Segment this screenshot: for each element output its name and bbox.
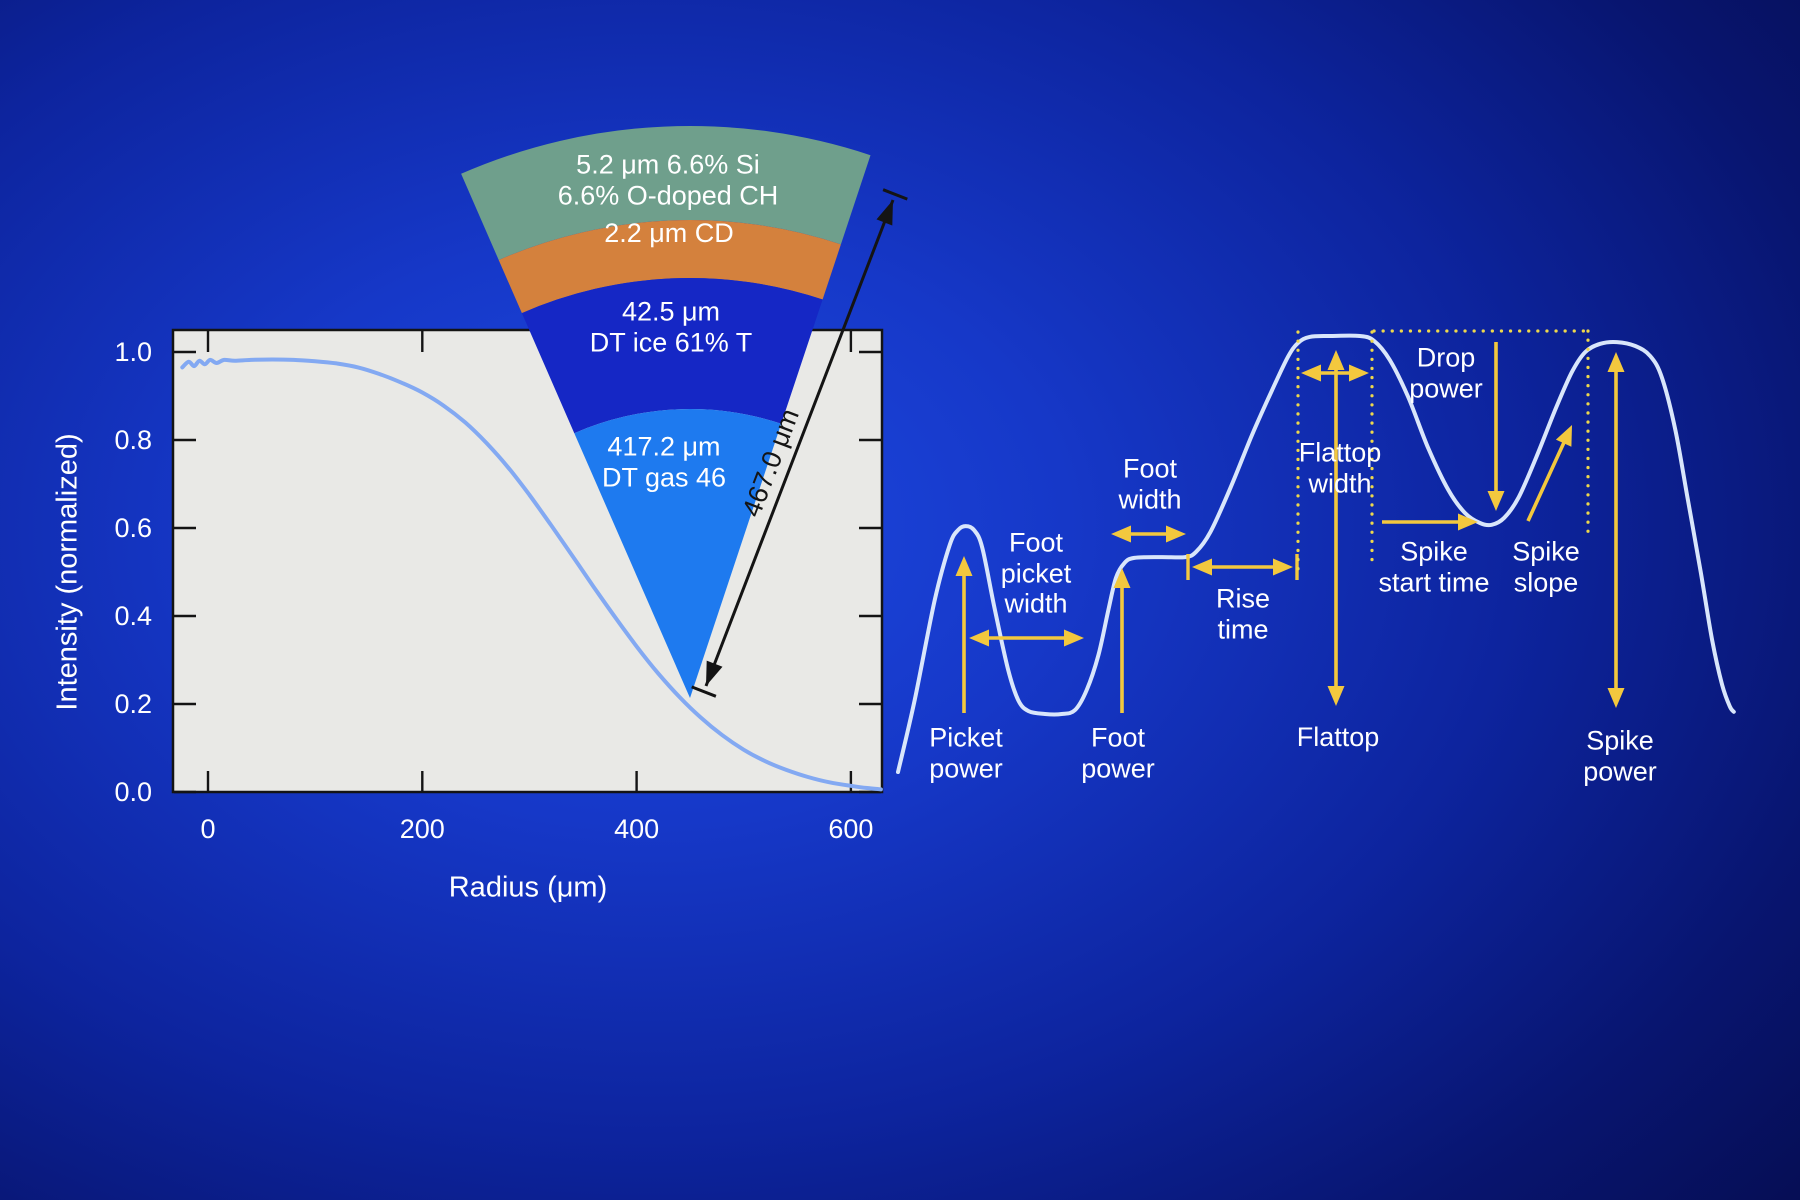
- picket-power-label: Picket power: [929, 722, 1003, 784]
- wedge-ablator-layer: [461, 125, 871, 260]
- y-axis-title: Intensity (normalized): [51, 433, 84, 711]
- flattop-width-arrow-head: [1301, 364, 1321, 382]
- dimension-arrow-head: [706, 660, 723, 686]
- wedge-cd-layer: [498, 219, 841, 314]
- foot-width-arrow-head: [1166, 525, 1186, 543]
- x-tick-label: 0: [200, 814, 215, 844]
- spike-power-arrow-head: [1607, 688, 1625, 708]
- y-tick-label: 0.6: [114, 513, 152, 543]
- spike-start-time-arrow-head: [1458, 513, 1478, 531]
- rise-time-arrow-head: [1192, 558, 1212, 576]
- wedge-dt-gas-layer: [574, 409, 782, 698]
- intensity-curve: [180, 357, 883, 792]
- spike-slope-arrow-head: [1555, 425, 1572, 447]
- flattop-width-arrow-head: [1349, 364, 1369, 382]
- spike-power-arrow-head: [1607, 352, 1625, 372]
- x-tick-label: 600: [828, 814, 873, 844]
- spike-power-label: Spike power: [1583, 725, 1657, 787]
- y-tick-label: 0.4: [114, 601, 152, 631]
- foot-picket-width-arrow-head: [969, 629, 989, 647]
- y-tick-label: 0.0: [114, 777, 152, 807]
- wedge-dt-ice-layer: [521, 278, 823, 434]
- drop-power-label: Drop power: [1409, 342, 1483, 404]
- foot-power-arrow-head: [1113, 568, 1131, 588]
- drop-power-arrow-head: [1487, 491, 1505, 511]
- rise-time-arrow-head: [1273, 558, 1293, 576]
- foot-width-label: Foot width: [1118, 453, 1182, 515]
- dimension-arrow: [704, 199, 895, 687]
- flattop-label: Flattop: [1296, 721, 1380, 752]
- flattop-arrow-head: [1327, 686, 1345, 706]
- y-tick-label: 0.2: [114, 689, 152, 719]
- y-tick-label: 1.0: [114, 337, 152, 367]
- picket-power-arrow-head: [955, 556, 973, 576]
- foot-width-arrow-head: [1111, 525, 1131, 543]
- foot-picket-width-label: Foot picket width: [1000, 527, 1072, 619]
- wedge-cd-label: 2.2 μm CD: [604, 217, 734, 248]
- spike-slope-arrow: [1526, 438, 1567, 522]
- x-axis-title: Radius (μm): [448, 871, 608, 904]
- dimension-end-bar: [882, 188, 908, 201]
- pulse-curve: [896, 333, 1736, 774]
- wedge-ablator-label: 5.2 μm 6.6% Si 6.6% O-doped CH: [557, 149, 779, 211]
- spike-start-time-label: Spike start time: [1378, 536, 1490, 598]
- y-tick-label: 0.8: [114, 425, 152, 455]
- dimension-end-bar: [691, 685, 717, 698]
- x-tick-label: 400: [614, 814, 659, 844]
- x-tick-label: 200: [400, 814, 445, 844]
- flattop-width-label: Flattop width: [1298, 437, 1382, 499]
- dimension-arrow-head: [876, 200, 893, 226]
- spike-slope-label: Spike slope: [1512, 536, 1580, 598]
- foot-picket-width-arrow-head: [1064, 629, 1084, 647]
- rise-time-label: Rise time: [1215, 583, 1271, 645]
- wedge-dt-gas-label: 417.2 μm DT gas 46: [601, 431, 727, 493]
- flattop-arrow-head: [1327, 350, 1345, 370]
- foot-power-label: Foot power: [1081, 722, 1155, 784]
- wedge-dt-ice-label: 42.5 μm DT ice 61% T: [589, 296, 753, 358]
